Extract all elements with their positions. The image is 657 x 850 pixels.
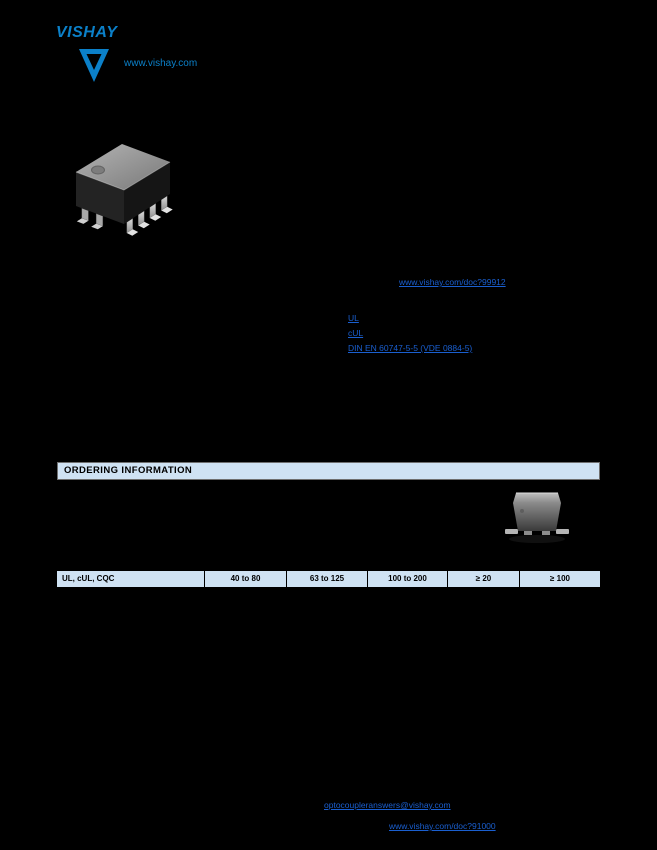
material-category-doc-link[interactable]: www.vishay.com/doc?99912 (399, 277, 506, 287)
ordering-information-title: ORDERING INFORMATION (64, 465, 193, 476)
vishay-wordmark: VISHAY (56, 24, 118, 41)
package-option-photo (505, 492, 569, 543)
ordering-information-header: ORDERING INFORMATION (57, 462, 600, 480)
ul-approval-link[interactable]: UL (348, 313, 359, 323)
table-cell-ctr-rank-3: 100 to 200 (368, 571, 447, 587)
table-cell-approvals: UL, cUL, CQC (57, 571, 204, 587)
table-cell-ctr-min-20: ≥ 20 (448, 571, 519, 587)
table-cell-ctr-min-100: ≥ 100 (520, 571, 600, 587)
table-cell-ctr-rank-1: 40 to 80 (205, 571, 286, 587)
contact-email-link[interactable]: optocoupleranswers@vishay.com (324, 800, 451, 810)
disclaimer-doc-link[interactable]: www.vishay.com/doc?91000 (389, 821, 496, 831)
website-link[interactable]: www.vishay.com (124, 58, 198, 69)
vishay-triangle-icon (79, 49, 109, 82)
cul-approval-link[interactable]: cUL (348, 328, 364, 338)
table-cell-ctr-rank-2: 63 to 125 (287, 571, 367, 587)
product-package-photo (75, 144, 173, 236)
table-row: UL, cUL, CQC 40 to 80 63 to 125 100 to 2… (57, 571, 600, 587)
din-en-approval-link[interactable]: DIN EN 60747-5-5 (VDE 0884-5) (348, 343, 473, 353)
